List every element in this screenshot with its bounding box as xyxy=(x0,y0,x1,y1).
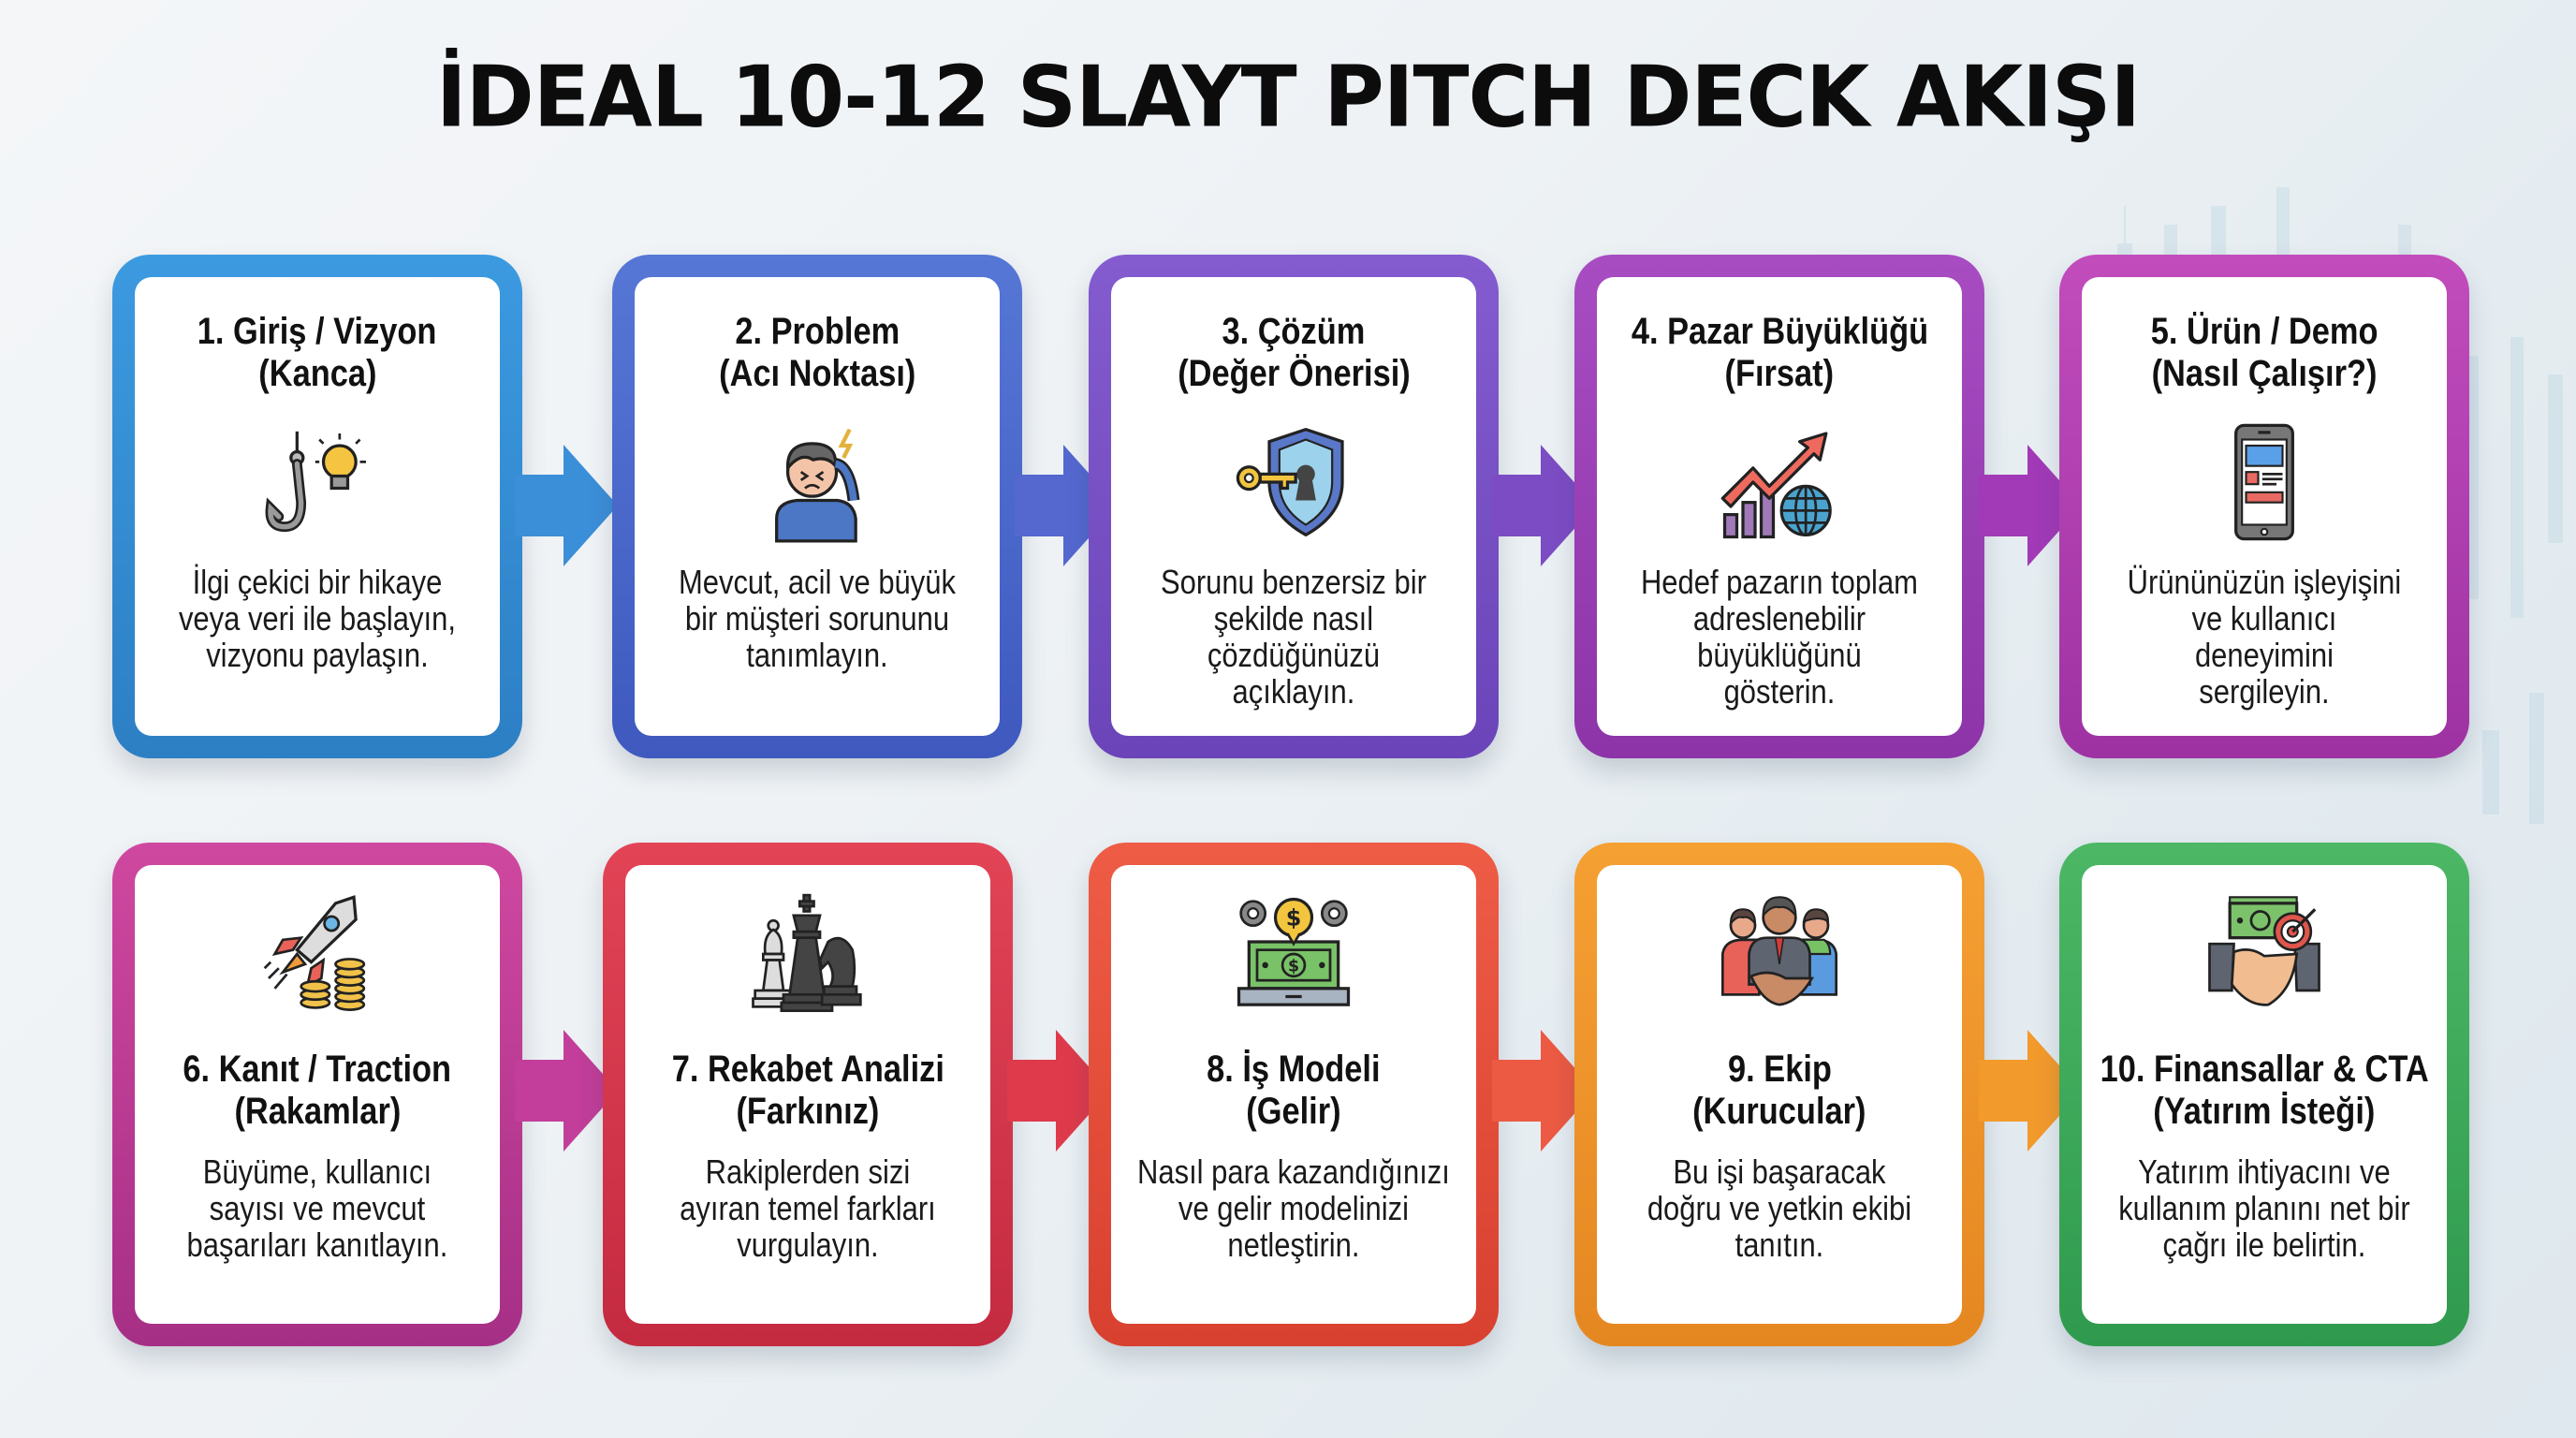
flow-arrow-9-10 xyxy=(1979,1030,2082,1152)
svg-text:$: $ xyxy=(1286,905,1302,932)
step-description: Büyüme, kullanıcı sayısı ve mevcut başar… xyxy=(186,1152,448,1264)
step-card-8: $ $ 8. İş Modeli (Gelir) Nasıl para kaza… xyxy=(1089,843,1499,1346)
tablet-app-icon xyxy=(2234,423,2294,541)
flow-arrow-1-2 xyxy=(515,445,618,566)
step-card-3: 3. Çözüm (Değer Önerisi) Sorunu benzersi… xyxy=(1089,255,1499,758)
rocket-coins-icon xyxy=(263,895,366,1011)
step-description: Sorunu benzersiz bir şekilde nasıl çözdü… xyxy=(1161,563,1427,711)
step-description: Mevcut, acil ve büyük bir müşteri sorunu… xyxy=(679,563,956,674)
step-card-10: 10. Finansallar & CTA (Yatırım İsteği) Y… xyxy=(2059,843,2469,1346)
team-handshake-icon xyxy=(1720,896,1838,1006)
step-title: 5. Ürün / Demo xyxy=(2150,311,2378,352)
shield-key-icon xyxy=(1236,427,1344,537)
flow-arrow-4-5 xyxy=(1979,445,2082,566)
step-title: 8. İş Modeli xyxy=(1207,1049,1381,1090)
step-card-5: 5. Ürün / Demo (Nasıl Çalışır?) Ürününüz… xyxy=(2059,255,2469,758)
step-card-4: 4. Pazar Büyüklüğü (Fırsat) Hedef pazarı… xyxy=(1574,255,1984,758)
step-title: 4. Pazar Büyüklüğü xyxy=(1631,311,1928,352)
step-card-9: 9. Ekip (Kurucular) Bu işi başaracak doğ… xyxy=(1574,843,1984,1346)
cash-target-handshake-icon xyxy=(2208,896,2320,1006)
step-description: Ürününüzün işleyişini ve kullanıcı deney… xyxy=(2127,563,2402,711)
flow-arrow-3-4 xyxy=(1492,445,1595,566)
step-subtitle: (Fırsat) xyxy=(1724,353,1835,394)
step-description: İlgi çekici bir hikaye veya veri ile baş… xyxy=(178,563,456,674)
step-subtitle: (Kurucular) xyxy=(1692,1091,1866,1132)
step-card-6: 6. Kanıt / Traction (Rakamlar) Büyüme, k… xyxy=(112,843,522,1346)
step-subtitle: (Farkınız) xyxy=(736,1091,880,1132)
growth-chart-globe-icon xyxy=(1720,432,1832,539)
step-subtitle: (Kanca) xyxy=(257,353,377,394)
headache-person-icon xyxy=(775,428,860,543)
step-title: 1. Giriş / Vizyon xyxy=(198,311,437,352)
step-title: 3. Çözüm xyxy=(1222,311,1366,352)
step-subtitle: (Acı Noktası) xyxy=(718,353,916,394)
flow-arrow-8-9 xyxy=(1492,1030,1595,1152)
step-card-2: 2. Problem (Acı Noktası) Mevcut, acil ve… xyxy=(612,255,1022,758)
hook-lightbulb-icon xyxy=(265,431,366,533)
step-description: Nasıl para kazandığınızı ve gelir modeli… xyxy=(1137,1152,1450,1264)
step-subtitle: (Gelir) xyxy=(1246,1091,1341,1132)
svg-text:$: $ xyxy=(1288,957,1299,976)
money-gears-laptop-icon: $ $ xyxy=(1237,897,1351,1006)
flow-arrow-6-7 xyxy=(515,1030,618,1152)
step-description: Hedef pazarın toplam adreslenebilir büyü… xyxy=(1640,563,1919,711)
step-subtitle: (Yatırım İsteği) xyxy=(2153,1091,2376,1132)
flow-arrow-7-8 xyxy=(1007,1030,1110,1152)
flow-arrow-2-3 xyxy=(1015,445,1118,566)
step-description: Bu işi başaracak doğru ve yetkin ekibi t… xyxy=(1647,1152,1912,1264)
step-title: 9. Ekip xyxy=(1727,1049,1832,1090)
step-title: 7. Rekabet Analizi xyxy=(671,1049,944,1090)
page-title: İDEAL 10-12 SLAYT PITCH DECK AKIŞI xyxy=(435,47,2141,147)
step-subtitle: (Rakamlar) xyxy=(234,1091,401,1132)
step-subtitle: (Nasıl Çalışır?) xyxy=(2151,353,2378,394)
step-description: Yatırım ihtiyacını ve kullanım planını n… xyxy=(2118,1152,2410,1264)
step-subtitle: (Değer Önerisi) xyxy=(1177,353,1411,394)
step-card-1: 1. Giriş / Vizyon (Kanca) İlgi çekici bi… xyxy=(112,255,522,758)
step-title: 2. Problem xyxy=(735,311,900,352)
step-card-7: 7. Rekabet Analizi (Farkınız) Rakiplerde… xyxy=(603,843,1013,1346)
step-description: Rakiplerden sizi ayıran temel farkları v… xyxy=(680,1152,936,1264)
step-title: 10. Finansallar & CTA xyxy=(2100,1049,2429,1090)
chess-pieces-icon xyxy=(752,893,862,1013)
step-title: 6. Kanıt / Traction xyxy=(183,1049,452,1090)
